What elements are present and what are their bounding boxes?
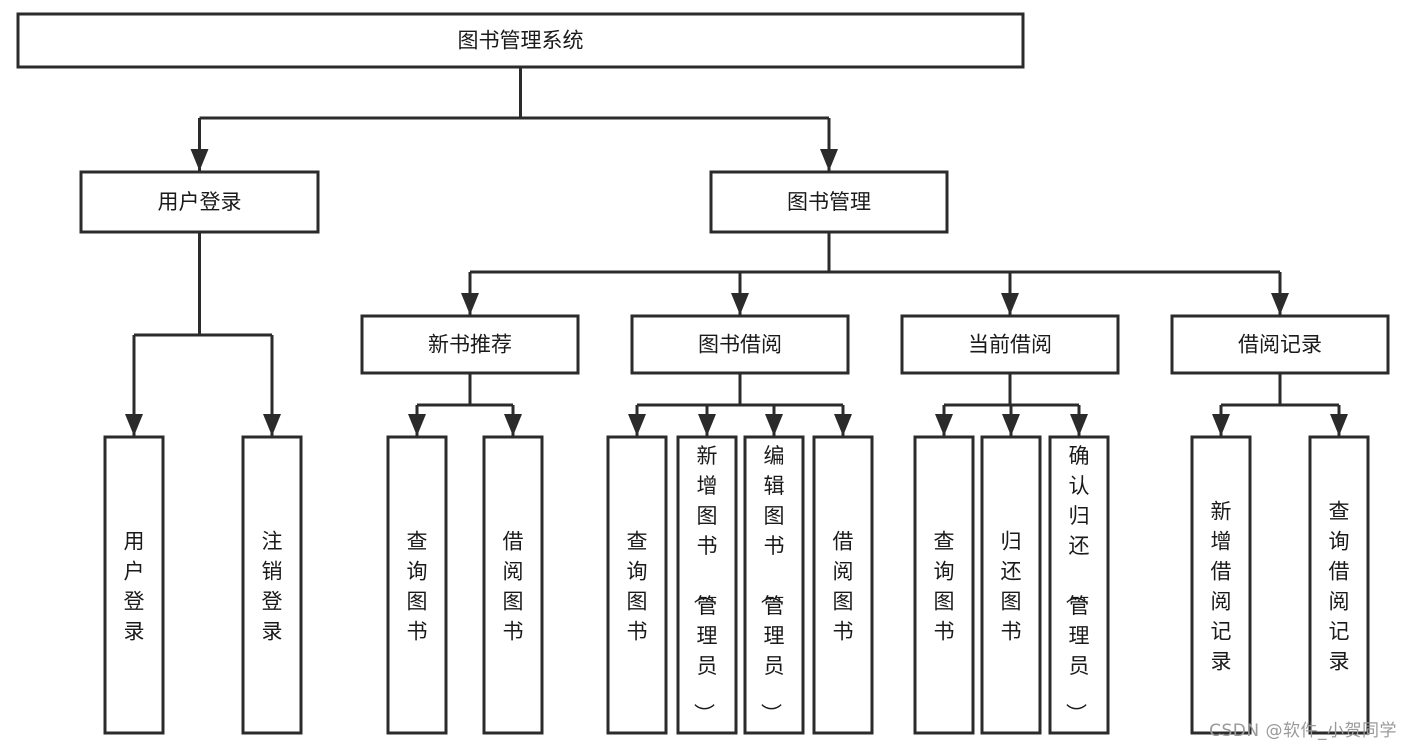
node-box-query-book-2 [606, 435, 668, 735]
node-user-login-do[interactable]: 用户登录 [103, 435, 165, 735]
node-label-user-login-do: 用户登录 [124, 529, 145, 643]
node-box-user-login-do [103, 435, 165, 735]
connector-arrow-icon [628, 414, 646, 436]
node-label-book-manage: 图书管理 [787, 190, 871, 214]
connector-arrow-icon [190, 149, 209, 171]
node-box-book-manage [709, 170, 949, 234]
node-box-borrow-record [1170, 314, 1390, 375]
node-query-borrow-record[interactable]: 查询借阅记录 [1308, 435, 1370, 735]
node-label-user-login: 用户登录 [158, 190, 242, 214]
node-label-user-logout: 注销登录 [262, 529, 283, 643]
node-box-confirm-return [1048, 435, 1110, 735]
node-box-book-borrow [630, 314, 850, 375]
node-borrow-book-1[interactable]: 借阅图书 [482, 435, 544, 735]
node-box-root [16, 12, 1025, 69]
node-query-book-3[interactable]: 查询图书 [913, 435, 975, 735]
node-box-add-book [676, 435, 738, 735]
node-box-borrow-book-2 [812, 435, 874, 735]
node-box-new-book-recommend [360, 314, 580, 375]
connector-arrow-icon [504, 414, 522, 436]
node-new-book-recommend[interactable]: 新书推荐 [360, 314, 580, 375]
node-current-borrow[interactable]: 当前借阅 [900, 314, 1120, 375]
node-borrow-book-2[interactable]: 借阅图书 [812, 435, 874, 735]
node-edit-book[interactable]: 编辑图书（管理员） [743, 435, 805, 735]
node-label-current-borrow: 当前借阅 [968, 333, 1052, 357]
node-label-root: 图书管理系统 [458, 29, 584, 53]
node-label-query-book-3: 查询图书 [934, 529, 955, 643]
connector-arrow-icon [1212, 414, 1230, 436]
node-box-user-logout [241, 435, 303, 735]
node-label-edit-book: 编辑图书（管理员） [759, 444, 785, 724]
node-box-return-book [980, 435, 1042, 735]
csdn-watermark: CSDN @软件_小贺同学 [1209, 721, 1397, 741]
node-label-book-borrow: 图书借阅 [698, 333, 782, 357]
node-box-current-borrow [900, 314, 1120, 375]
node-label-borrow-book-2: 借阅图书 [833, 529, 854, 643]
node-user-logout[interactable]: 注销登录 [241, 435, 303, 735]
node-box-edit-book [743, 435, 805, 735]
connector-arrow-icon [125, 414, 143, 436]
connector-arrow-icon [935, 414, 953, 436]
node-label-borrow-book-1: 借阅图书 [503, 529, 524, 643]
connector-arrow-icon [408, 414, 426, 436]
connector-arrow-icon [1271, 293, 1289, 315]
node-label-borrow-record: 借阅记录 [1238, 333, 1322, 357]
connector-arrow-icon [1002, 414, 1020, 436]
node-query-book-1[interactable]: 查询图书 [386, 435, 448, 735]
node-label-query-book-2: 查询图书 [627, 529, 648, 643]
nodes-layer: 图书管理系统用户登录用户登录注销登录图书管理新书推荐查询图书借阅图书图书借阅查询… [16, 12, 1390, 735]
node-box-add-borrow-record [1190, 435, 1252, 735]
connector-arrow-icon [1070, 414, 1088, 436]
node-confirm-return[interactable]: 确认归还（管理员） [1048, 435, 1110, 735]
connector-arrow-icon [834, 414, 852, 436]
node-box-borrow-book-1 [482, 435, 544, 735]
connector-arrow-icon [698, 414, 716, 436]
connectors-layer [125, 67, 1348, 436]
connector-arrow-icon [765, 414, 783, 436]
node-add-borrow-record[interactable]: 新增借阅记录 [1190, 435, 1252, 735]
node-label-new-book-recommend: 新书推荐 [428, 333, 512, 357]
node-box-query-borrow-record [1308, 435, 1370, 735]
node-root[interactable]: 图书管理系统 [16, 12, 1025, 69]
node-box-query-book-3 [913, 435, 975, 735]
node-return-book[interactable]: 归还图书 [980, 435, 1042, 735]
node-box-user-login [79, 170, 320, 234]
connector-arrow-icon [461, 293, 479, 315]
node-borrow-record[interactable]: 借阅记录 [1170, 314, 1390, 375]
connector-arrow-icon [1001, 293, 1019, 315]
connector-arrow-icon [263, 414, 281, 436]
node-box-query-book-1 [386, 435, 448, 735]
node-query-book-2[interactable]: 查询图书 [606, 435, 668, 735]
connector-arrow-icon [1330, 414, 1348, 436]
node-label-add-borrow-record: 新增借阅记录 [1211, 499, 1232, 673]
node-user-login[interactable]: 用户登录 [79, 170, 320, 234]
node-book-manage[interactable]: 图书管理 [709, 170, 949, 234]
connector-arrow-icon [731, 293, 749, 315]
node-label-query-borrow-record: 查询借阅记录 [1329, 499, 1350, 673]
node-book-borrow[interactable]: 图书借阅 [630, 314, 850, 375]
node-label-query-book-1: 查询图书 [407, 529, 428, 643]
node-label-return-book: 归还图书 [1001, 529, 1022, 643]
connector-arrow-icon [820, 149, 838, 171]
node-add-book[interactable]: 新增图书（管理员） [676, 435, 738, 735]
node-label-confirm-return: 确认归还（管理员） [1064, 444, 1090, 724]
node-label-add-book: 新增图书（管理员） [692, 444, 718, 724]
